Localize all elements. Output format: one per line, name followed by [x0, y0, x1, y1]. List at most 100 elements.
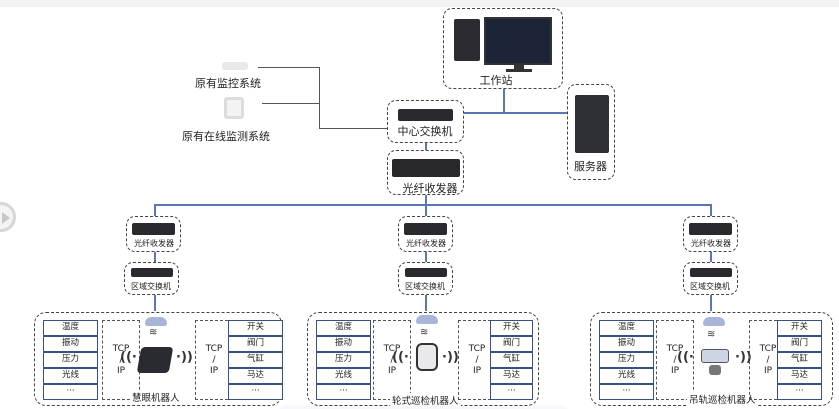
- protocol-text: IP: [387, 365, 397, 376]
- protocol-text: /: [673, 354, 677, 365]
- signal-left-icon: ((·: [677, 350, 694, 365]
- signal-left-icon: ((·: [392, 350, 409, 365]
- main-transceiver-node: 光纤收发器: [387, 150, 464, 195]
- router-icon: [416, 315, 438, 324]
- main-transceiver-label: 光纤收发器: [402, 182, 458, 195]
- actuator-cell: 马达: [228, 368, 283, 384]
- sensor-cell: 振动: [316, 336, 371, 352]
- router-icon: [703, 317, 725, 326]
- link-branch-2-mid: [425, 252, 427, 262]
- sensor-cell: 温度: [43, 320, 98, 336]
- actuator-cell: 马达: [490, 368, 533, 384]
- monitor-device-icon: [224, 97, 244, 119]
- legacy-online-monitoring-label: 原有在线监测系统: [182, 130, 270, 143]
- wifi-icon: ≋: [420, 327, 429, 338]
- workstation-label: 工作站: [479, 74, 513, 87]
- protocol-text: TCP: [759, 343, 777, 354]
- protocol-text: IP: [116, 365, 126, 376]
- link-workstation-to-switch: [503, 89, 505, 112]
- branch-2-switch-label: 区域交换机: [405, 282, 445, 291]
- link-backbone: [154, 204, 711, 206]
- switch-icon: [690, 268, 732, 277]
- actuator-cell: 马达: [777, 368, 822, 384]
- branch-3-switch-node: 区域交换机: [683, 262, 738, 295]
- sensor-cell: 温度: [599, 320, 654, 336]
- link-branch-3-down: [710, 204, 712, 216]
- monitor-base: [506, 69, 532, 72]
- actuator-cell: 阀门: [777, 336, 822, 352]
- actuator-cell: ···: [490, 384, 533, 400]
- branch-3-transceiver-node: 光纤收发器: [683, 216, 738, 252]
- protocol-text: TCP: [205, 343, 223, 354]
- protocol-text: IP: [763, 365, 773, 376]
- branch-2-transceiver-label: 光纤收发器: [406, 239, 446, 248]
- next-arrow-button[interactable]: [0, 202, 16, 232]
- branch-3-switch-label: 区域交换机: [690, 282, 730, 291]
- sensor-cell: 压力: [316, 352, 371, 368]
- link-branch-1-bottom: [154, 295, 156, 311]
- branch-1-switch-node: 区域交换机: [124, 262, 179, 295]
- robot-name: 慧眼机器人: [130, 390, 182, 404]
- central-switch-node: 中心交换机: [387, 100, 464, 143]
- link-branch-2-bottom: [425, 295, 427, 311]
- signal-left-icon: ((·: [120, 350, 137, 365]
- floating-panel: [278, 407, 568, 409]
- server-node: 服务器: [567, 84, 615, 180]
- top-bar: [0, 0, 839, 7]
- switch-icon: [131, 268, 173, 277]
- network-diagram: 工作站 服务器 中心交换机 光纤收发器 原有监控系统 原有在线监测系统 光纤收发…: [0, 7, 839, 409]
- sensor-cell: 压力: [599, 352, 654, 368]
- signal-right-icon: ·)): [176, 350, 193, 365]
- legacy-link-2: [262, 103, 320, 104]
- actuator-cell: ···: [777, 384, 822, 400]
- protocol-text: /: [766, 354, 770, 365]
- server-label: 服务器: [574, 160, 607, 173]
- central-switch-label: 中心交换机: [397, 125, 453, 138]
- link-branch-3-bottom: [710, 295, 712, 311]
- router-icon: [145, 317, 167, 326]
- link-branch-3-mid: [710, 252, 712, 262]
- wifi-icon: ≋: [149, 327, 158, 338]
- rail-robot-camera: [709, 365, 721, 375]
- fiber-transceiver-icon: [689, 223, 732, 235]
- workstation-monitor-icon: [484, 17, 552, 65]
- sensor-cell: 光线: [316, 368, 371, 384]
- actuator-cell: 开关: [490, 320, 533, 336]
- protocol-text: TCP: [383, 343, 401, 354]
- actuator-cell: 气缸: [490, 352, 533, 368]
- link-switch-to-server: [464, 112, 567, 114]
- protocol-text: /: [475, 354, 479, 365]
- sensor-cell: 压力: [43, 352, 98, 368]
- branch-2-switch-node: 区域交换机: [398, 262, 453, 295]
- robot-name: 吊轨巡检机器人: [687, 392, 758, 406]
- rail-robot-icon: [701, 349, 729, 363]
- branch-3-transceiver-label: 光纤收发器: [691, 239, 731, 248]
- robot-panel-2: 温度 振动 压力 光线 ··· TCP / IP ≋ ((· ·)) 轮式巡检机…: [307, 312, 539, 407]
- switch-icon: [398, 109, 453, 121]
- actuator-cell: ···: [228, 384, 283, 400]
- actuator-cell: 开关: [228, 320, 283, 336]
- protocol-left: TCP / IP: [656, 320, 694, 400]
- protocol-text: IP: [670, 365, 680, 376]
- sensor-cell: 光线: [599, 368, 654, 384]
- workstation-tower-icon: [454, 19, 480, 61]
- sensor-cell: ···: [599, 384, 654, 400]
- sensor-cell: 光线: [43, 368, 98, 384]
- branch-2-transceiver-node: 光纤收发器: [398, 216, 453, 252]
- robot-name: 轮式巡检机器人: [390, 393, 461, 407]
- sensor-cell: 温度: [316, 320, 371, 336]
- sensor-cell: 振动: [43, 336, 98, 352]
- hub-robot-icon: [136, 347, 174, 373]
- legacy-link-vertical: [319, 67, 320, 129]
- camera-icon: [222, 62, 248, 70]
- branch-1-transceiver-node: 光纤收发器: [126, 216, 181, 252]
- actuator-cell: 阀门: [490, 336, 533, 352]
- legacy-link-1: [258, 67, 320, 68]
- workstation-node: 工作站: [443, 8, 563, 89]
- sensor-cell: ···: [43, 384, 98, 400]
- server-icon: [575, 95, 609, 153]
- wifi-icon: ≋: [707, 329, 716, 340]
- signal-right-icon: ·)): [442, 350, 459, 365]
- switch-icon: [405, 268, 447, 277]
- monitor-stand: [514, 65, 524, 70]
